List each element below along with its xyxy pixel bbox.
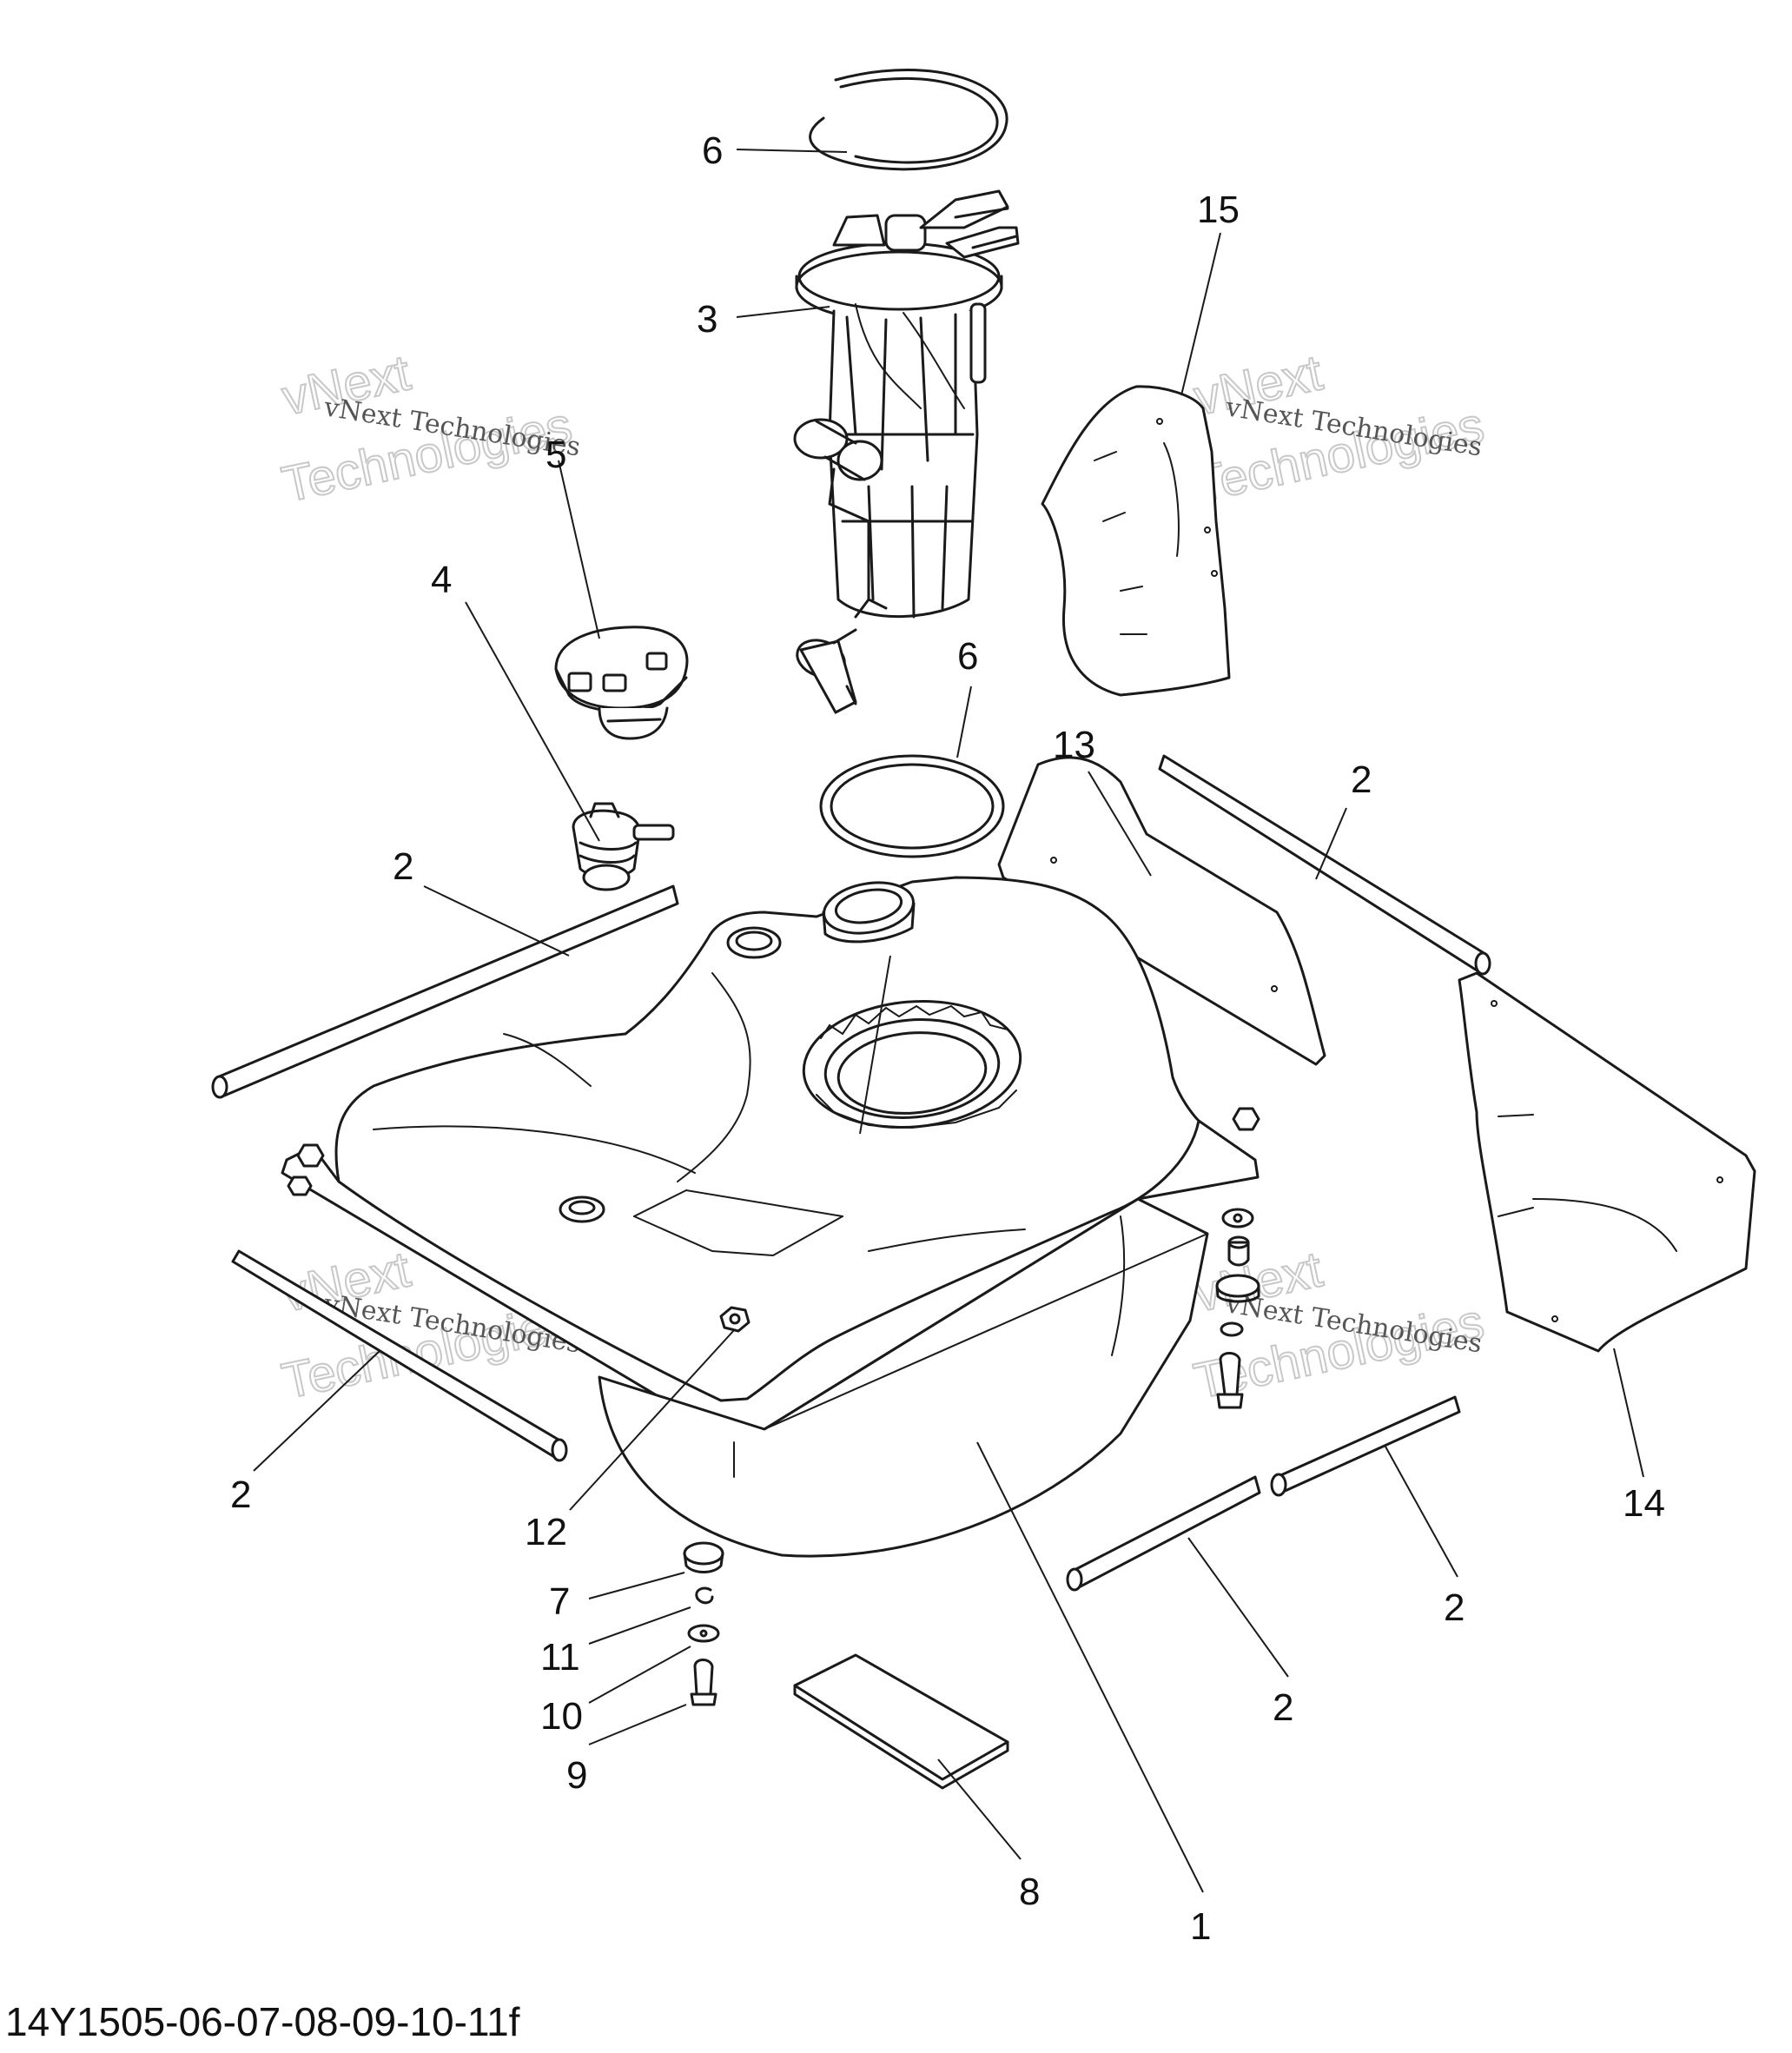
callout-2-lower-right: 2 bbox=[1444, 1586, 1465, 1629]
part-bolt-9 bbox=[690, 1659, 717, 1706]
part-fuel-tank bbox=[281, 876, 1260, 1558]
part-heat-shield-middle bbox=[997, 756, 1326, 1066]
part-foam-strip-upper-left bbox=[211, 884, 679, 1099]
part-fuel-pump-module bbox=[793, 189, 1020, 714]
callout-1: 1 bbox=[1190, 1905, 1211, 1948]
part-washer-10 bbox=[687, 1624, 720, 1643]
part-snap-ring bbox=[809, 68, 1008, 171]
part-clip-11 bbox=[695, 1586, 714, 1605]
callout-4: 4 bbox=[431, 559, 452, 601]
callout-7: 7 bbox=[549, 1580, 570, 1623]
part-o-ring bbox=[819, 754, 1005, 858]
part-pad-8 bbox=[793, 1653, 1009, 1790]
part-heat-shield-upper bbox=[1041, 385, 1231, 697]
callout-14: 14 bbox=[1623, 1482, 1665, 1525]
callout-6-snap-ring: 6 bbox=[702, 129, 723, 172]
part-filler-fitting bbox=[572, 802, 675, 891]
callout-11: 11 bbox=[540, 1636, 580, 1679]
callout-2-upper-right: 2 bbox=[1351, 758, 1372, 801]
part-grommet-7 bbox=[683, 1541, 724, 1573]
callout-8: 8 bbox=[1019, 1871, 1040, 1913]
callout-12: 12 bbox=[525, 1511, 567, 1553]
watermark-top-left: vNext Technologies vNext Technologies bbox=[276, 343, 582, 513]
callout-10: 10 bbox=[540, 1695, 583, 1738]
callout-15: 15 bbox=[1197, 189, 1240, 231]
leader-lines bbox=[253, 149, 1644, 1893]
callout-9: 9 bbox=[566, 1754, 587, 1797]
part-mount-hardware-right bbox=[1215, 1208, 1260, 1409]
part-foam-strip-lower-right bbox=[1270, 1395, 1461, 1497]
callout-5: 5 bbox=[546, 434, 566, 476]
part-foam-strip-lower-middle bbox=[1066, 1475, 1261, 1592]
callout-2-upper-left: 2 bbox=[393, 845, 413, 888]
part-foam-strip-lower-left bbox=[231, 1249, 568, 1462]
callout-2-lower-left: 2 bbox=[230, 1474, 251, 1516]
callout-6-o-ring: 6 bbox=[957, 635, 978, 678]
drawing-number: 14Y1505-06-07-08-09-10-11f bbox=[5, 1999, 520, 2044]
callout-labels: 6 3 5 4 6 15 13 2 2 2 12 7 11 10 9 8 1 2… bbox=[230, 129, 1665, 1948]
part-heat-shield-lower bbox=[1458, 971, 1756, 1353]
callout-2-lower-middle: 2 bbox=[1273, 1686, 1293, 1729]
callout-13: 13 bbox=[1053, 724, 1095, 766]
callout-3: 3 bbox=[697, 298, 717, 341]
watermark-top-right: vNext Technologies vNext Technologies bbox=[1188, 343, 1490, 513]
part-fuel-cap bbox=[554, 626, 689, 740]
